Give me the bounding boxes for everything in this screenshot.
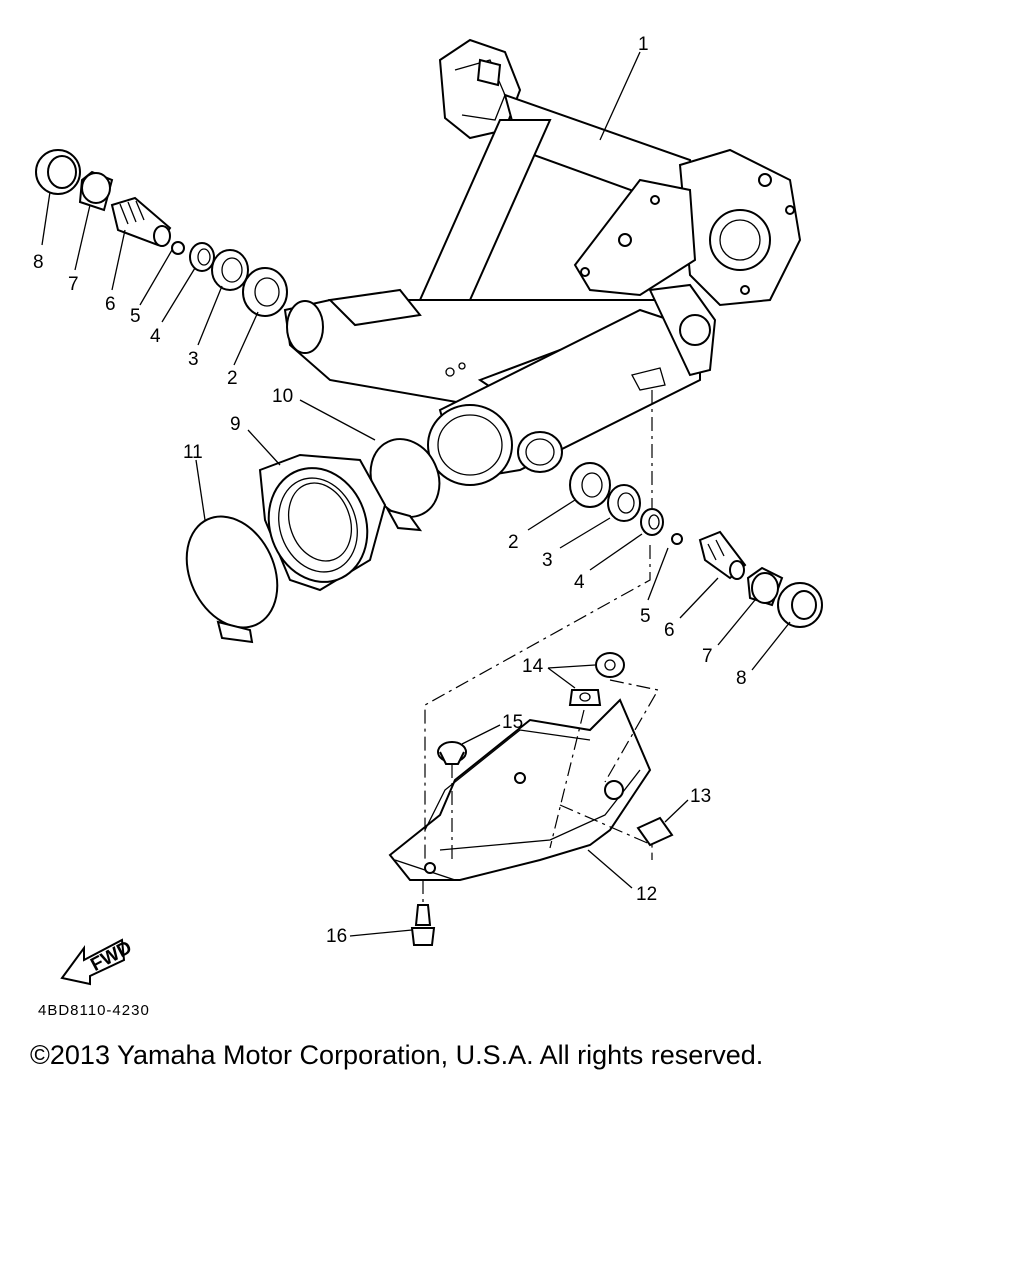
pivot-parts-upper [35, 149, 288, 317]
callout-15: 15 [502, 712, 523, 733]
callout-6-upper: 6 [105, 294, 116, 315]
fwd-arrow: FWD [60, 937, 135, 986]
callouts: 1 8 7 6 5 4 3 2 10 9 11 2 3 4 5 6 7 8 14… [33, 34, 747, 947]
callout-2-upper: 2 [227, 368, 238, 389]
callout-5-lower: 5 [640, 606, 651, 627]
callout-6-lower: 6 [664, 620, 675, 641]
callout-2-lower: 2 [508, 532, 519, 553]
callout-4-upper: 4 [150, 326, 161, 347]
guard-plate [388, 652, 674, 946]
callout-11: 11 [183, 442, 203, 463]
callout-8-lower: 8 [736, 668, 747, 689]
assembly-lines [422, 390, 659, 905]
callout-7-upper: 7 [68, 274, 79, 295]
callout-10: 10 [272, 386, 293, 407]
callout-14: 14 [522, 656, 544, 677]
callout-8-upper: 8 [33, 252, 44, 273]
callout-9: 9 [230, 414, 241, 435]
boot-and-bands [185, 438, 441, 644]
callout-7-lower: 7 [702, 646, 713, 667]
copyright-notice: ©2013 Yamaha Motor Corporation, U.S.A. A… [30, 1040, 764, 1070]
swingarm [283, 38, 802, 486]
pivot-parts-lower [569, 462, 823, 628]
parts-diagram: FWD 1 8 [33, 34, 823, 986]
callout-12: 12 [636, 884, 657, 905]
callout-13: 13 [690, 786, 711, 807]
callout-3-lower: 3 [542, 550, 553, 571]
callout-1: 1 [638, 34, 649, 55]
callout-3-upper: 3 [188, 349, 199, 370]
callout-4-lower: 4 [574, 572, 585, 593]
diagram-code: 4BD8110-4230 [38, 1002, 150, 1019]
callout-5-upper: 5 [130, 306, 141, 327]
callout-16: 16 [326, 926, 347, 947]
leader-lines [41, 51, 791, 937]
fwd-label: FWD [87, 937, 135, 976]
